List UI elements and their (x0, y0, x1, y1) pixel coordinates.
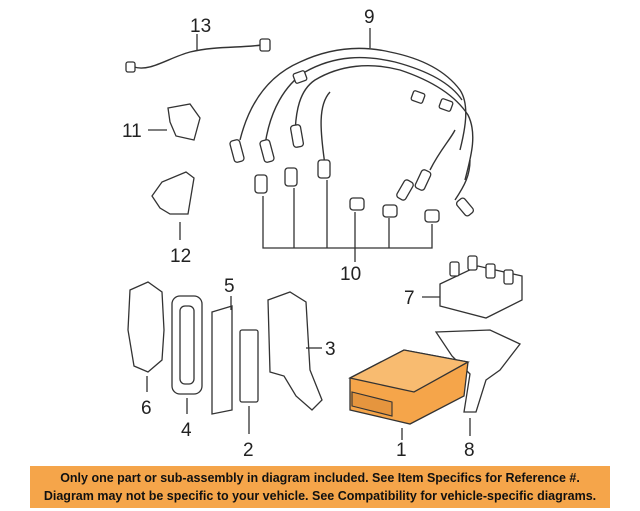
callout-11: 11 (122, 121, 142, 142)
part-11-sensor (148, 103, 201, 141)
part-6-cover (127, 281, 165, 392)
part-2-connector (239, 329, 259, 434)
part-7-ignition-coil (422, 255, 523, 319)
callout-4: 4 (181, 420, 192, 441)
part-12-sensor-bracket (151, 171, 195, 240)
callout-5: 5 (224, 276, 235, 297)
disclaimer-banner: Only one part or sub-assembly in diagram… (30, 466, 610, 508)
callout-6: 6 (141, 398, 152, 419)
part-4-gasket (171, 295, 203, 414)
callout-2: 2 (243, 440, 254, 461)
callout-3: 3 (325, 339, 336, 360)
callout-9: 9 (364, 7, 375, 28)
part-3-mounting-bracket (267, 291, 323, 411)
callout-10: 10 (340, 264, 361, 285)
part-10-spark-plugs (254, 159, 440, 262)
callout-8: 8 (464, 440, 475, 461)
callout-12: 12 (170, 246, 191, 267)
parts-diagram: 13 9 11 12 10 7 5 3 6 4 1 2 8 (122, 7, 523, 461)
disclaimer-line-2: Diagram may not be specific to your vehi… (43, 489, 597, 503)
callout-1: 1 (396, 440, 407, 461)
part-5-plate (211, 296, 233, 415)
part-13-wiring-harness (125, 34, 271, 73)
callout-13: 13 (190, 16, 211, 37)
disclaimer-line-1: Only one part or sub-assembly in diagram… (60, 471, 580, 485)
callout-7: 7 (404, 288, 415, 309)
part-9-spark-plug-wire-set (229, 28, 475, 217)
part-1-control-module (348, 349, 470, 440)
